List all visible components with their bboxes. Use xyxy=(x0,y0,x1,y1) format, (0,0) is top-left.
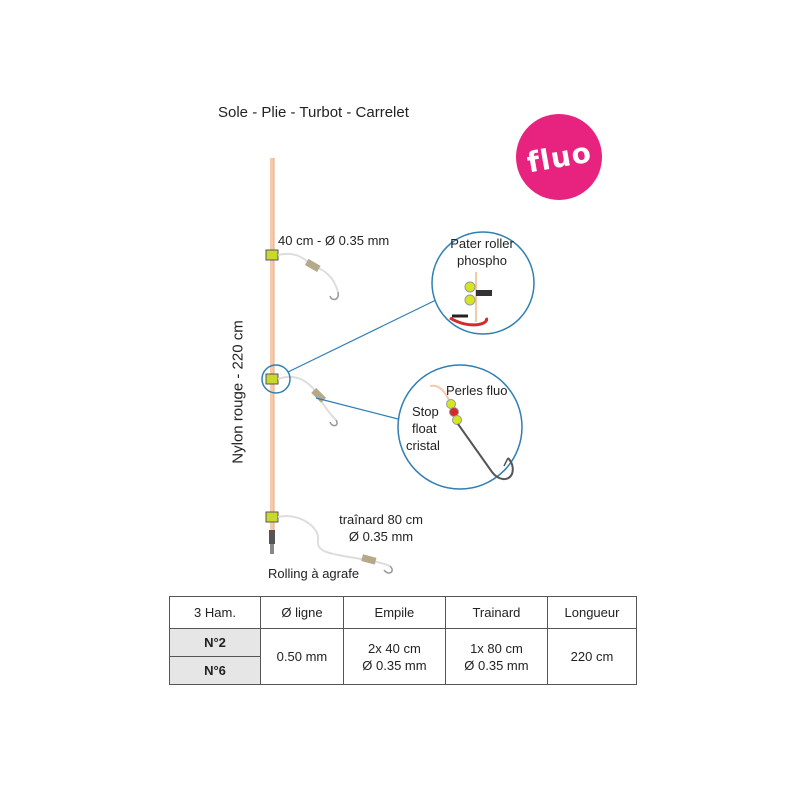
trainard-label-2: Ø 0.35 mm xyxy=(348,529,414,544)
variant-cell: N°6 xyxy=(169,656,261,685)
diagram-title: Sole - Plie - Turbot - Carrelet xyxy=(218,104,409,121)
longueur-cell: 220 cm xyxy=(546,628,638,685)
perles-fluo-label: Perles fluo xyxy=(446,383,508,398)
header-cell: Empile xyxy=(342,596,446,629)
pater-roller-label: Pater roller xyxy=(450,236,514,251)
float-label: float xyxy=(412,421,437,436)
trainard-cell: 1x 80 cm Ø 0.35 mm xyxy=(444,628,548,685)
snood-2 xyxy=(265,373,338,427)
trainard-line-1: 1x 80 cm xyxy=(470,640,523,656)
callout-pater-roller xyxy=(431,231,535,335)
empile-line-2: Ø 0.35 mm xyxy=(362,657,427,673)
header-cell: Ø ligne xyxy=(260,596,344,629)
table-row: N°6 xyxy=(169,656,637,685)
fluo-badge: fluo xyxy=(516,114,602,200)
trainard-line-2: Ø 0.35 mm xyxy=(464,657,529,673)
detail-marker xyxy=(261,364,291,394)
variant-cell: N°2 xyxy=(169,628,261,657)
rolling-label: Rolling à agrafe xyxy=(268,566,360,581)
phospho-label: phospho xyxy=(457,253,507,268)
callout-line-2 xyxy=(315,397,403,421)
empile-cell: 2x 40 cm Ø 0.35 mm xyxy=(342,628,446,685)
trainard-label-1: traînard 80 cm xyxy=(339,512,423,527)
table-header-row: 3 Ham. Ø ligne Empile Trainard Longueur xyxy=(169,596,638,629)
table-row: N°2 0.50 mm 2x 40 cm Ø 0.35 mm 1x 80 cm … xyxy=(169,628,638,685)
rolling-swivel xyxy=(269,530,275,554)
trailer-snood xyxy=(265,511,393,574)
callout-line-1 xyxy=(287,299,437,373)
ligne-cell: 0.50 mm xyxy=(260,628,344,685)
header-cell: 3 Ham. xyxy=(169,596,261,629)
mainline-label: Nylon rouge - 220 cm xyxy=(229,320,247,464)
stop-label: Stop xyxy=(412,404,439,419)
header-cell: Trainard xyxy=(444,596,548,629)
header-cell: Longueur xyxy=(546,596,638,629)
empile-line-1: 2x 40 cm xyxy=(368,640,421,656)
specs-table: 3 Ham. Ø ligne Empile Trainard Longueur … xyxy=(169,596,638,685)
cristal-label: cristal xyxy=(406,438,440,453)
snood-label: 40 cm - Ø 0.35 mm xyxy=(278,233,390,248)
callout-hook xyxy=(397,364,523,490)
snood-1 xyxy=(265,249,340,301)
